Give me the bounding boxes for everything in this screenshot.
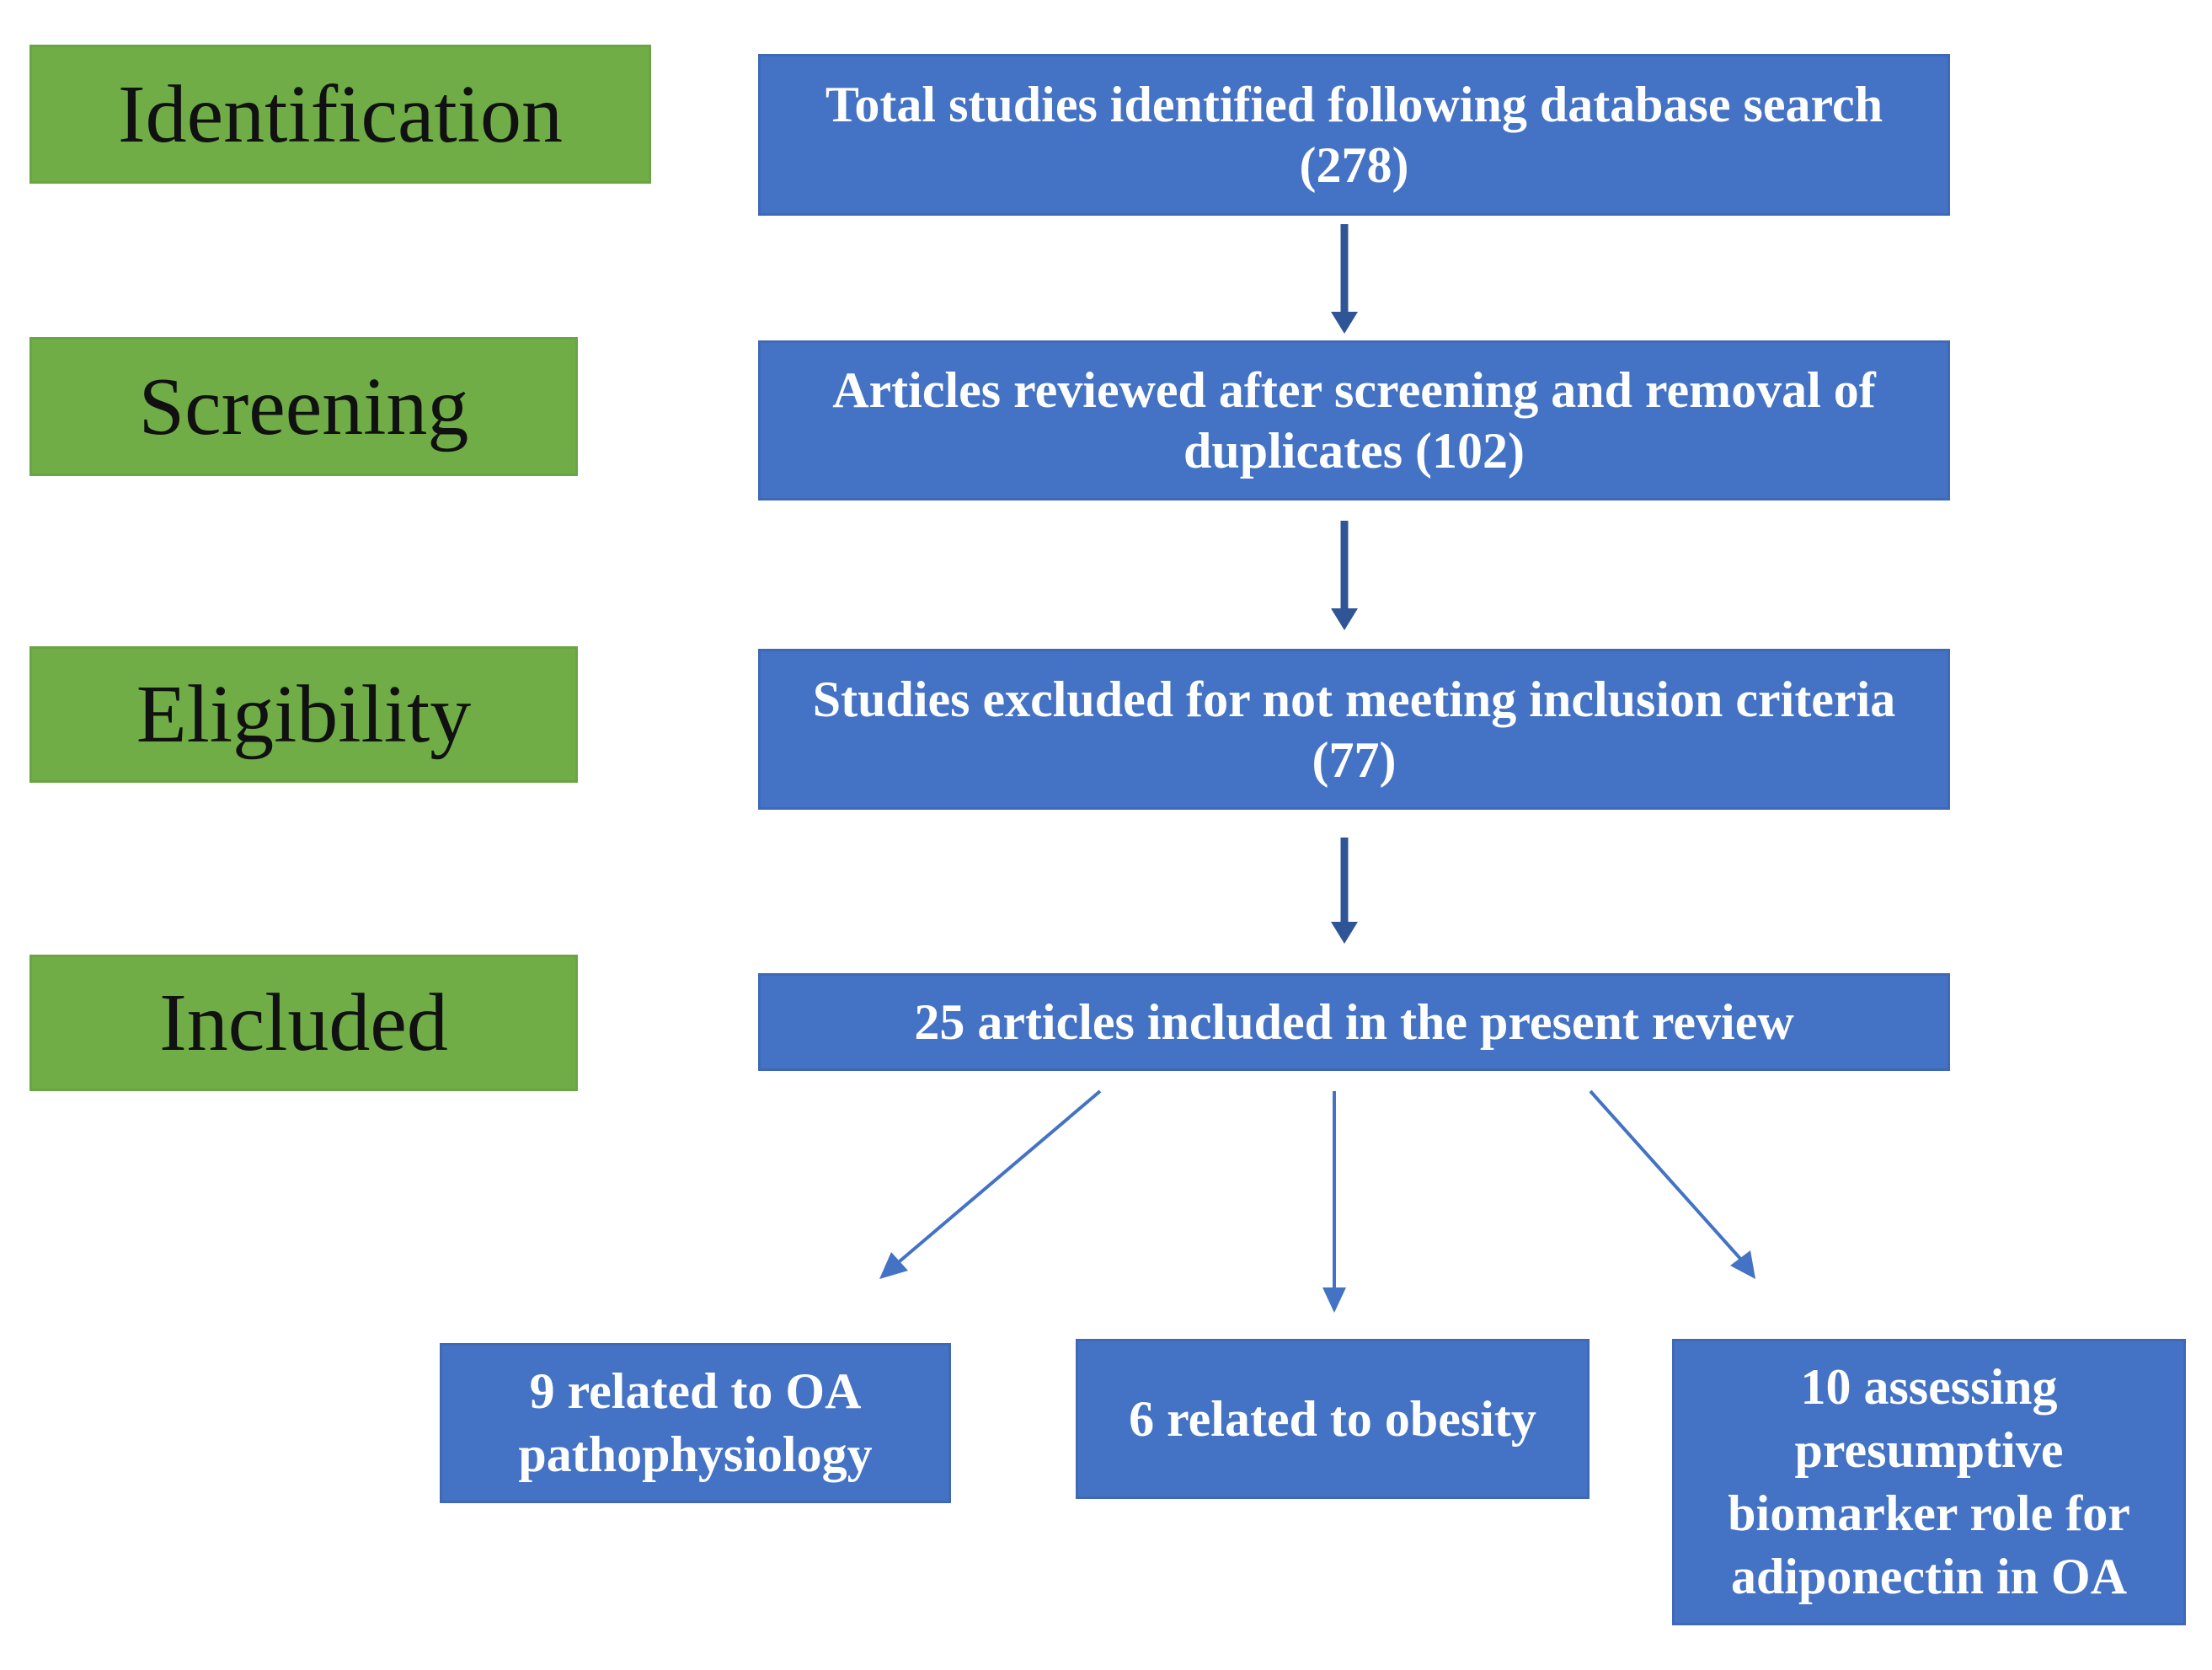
arrow-to-obesity: [1322, 1091, 1346, 1313]
box-included: 25 articles included in the present revi…: [758, 973, 1950, 1071]
box-identified-text: Total studies identified following datab…: [825, 77, 1883, 193]
stage-screening-label: Screening: [138, 361, 469, 452]
box-pathophysiology: 9 related to OA pathophysiology: [440, 1343, 951, 1503]
stage-included: Included: [29, 955, 578, 1091]
arrow-excluded-to-included: [1331, 838, 1358, 944]
box-biomarker-text: 10 assessing presumptive biomarker role …: [1728, 1359, 2130, 1604]
box-obesity-text: 6 related to obesity: [1129, 1390, 1536, 1447]
box-obesity: 6 related to obesity: [1076, 1339, 1590, 1499]
arrow-identified-to-reviewed: [1331, 224, 1358, 334]
box-excluded-text: Studies excluded for not meeting inclusi…: [812, 671, 1896, 788]
stage-eligibility: Eligibility: [29, 646, 578, 783]
arrow-to-pathophysiology: [879, 1089, 1102, 1279]
box-identified: Total studies identified following datab…: [758, 54, 1950, 216]
box-included-text: 25 articles included in the present revi…: [914, 994, 1794, 1050]
box-excluded: Studies excluded for not meeting inclusi…: [758, 649, 1950, 810]
box-pathophysiology-text: 9 related to OA pathophysiology: [518, 1363, 873, 1482]
stage-eligibility-label: Eligibility: [136, 669, 472, 760]
arrow-reviewed-to-excluded: [1331, 521, 1358, 630]
box-reviewed: Articles reviewed after screening and re…: [758, 340, 1950, 500]
box-biomarker: 10 assessing presumptive biomarker role …: [1672, 1339, 2186, 1625]
stage-identification: Identification: [29, 45, 651, 184]
stage-screening: Screening: [29, 337, 578, 476]
stage-included-label: Included: [159, 977, 448, 1068]
arrow-to-biomarker: [1589, 1089, 1755, 1279]
stage-identification-label: Identification: [118, 68, 563, 160]
box-reviewed-text: Articles reviewed after screening and re…: [832, 362, 1876, 479]
